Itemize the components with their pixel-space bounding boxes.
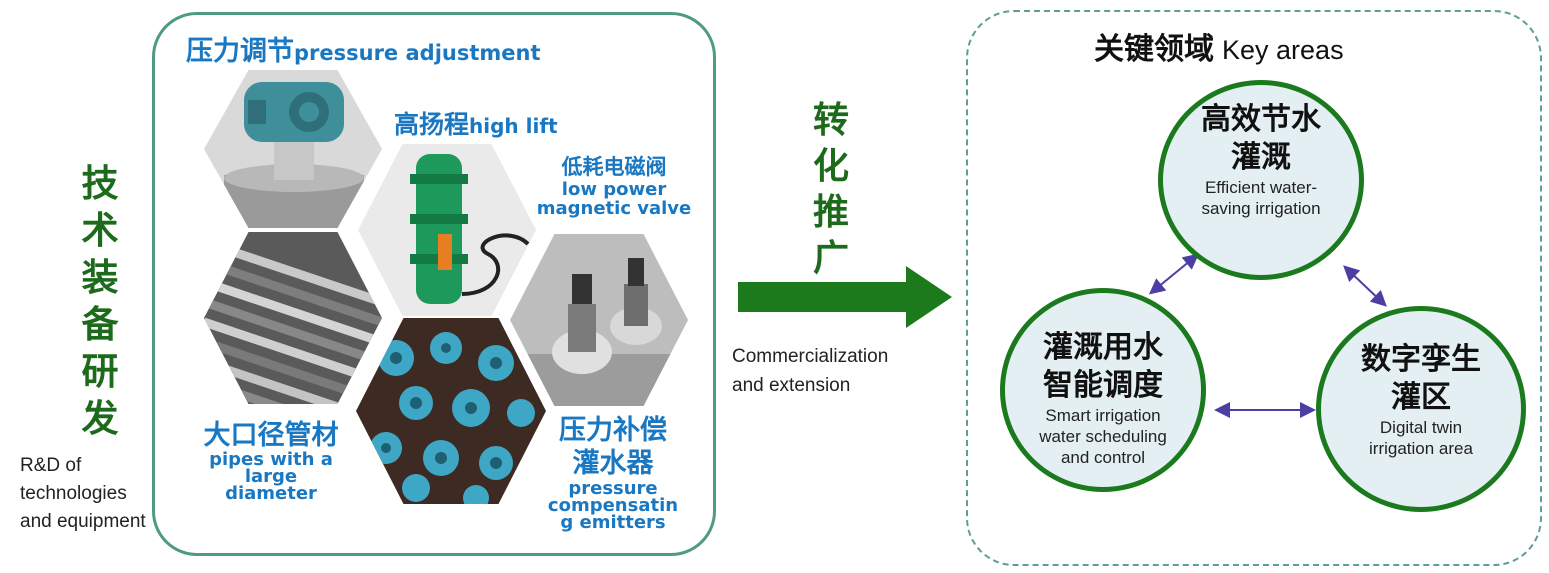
rd-subtitle-line: and equipment: [20, 511, 146, 532]
label-valve: 低耗电磁阀 low power magnetic valve: [518, 155, 710, 218]
circle-en: saving irrigation: [1201, 199, 1321, 218]
mid-title-char: 广: [812, 238, 849, 279]
circle-en: Digital twin: [1379, 418, 1463, 437]
equipment-panel: [152, 12, 716, 556]
connector-top-left: [1148, 253, 1200, 295]
circle-smart-scheduling: 灌溉用水 智能调度 Smart irrigation water schedul…: [1000, 288, 1206, 492]
rd-title-char: 备: [81, 303, 119, 346]
key-areas-title: 关键领域 Key areas: [1094, 24, 1344, 68]
valves-image: [510, 234, 688, 406]
label-en: pressure adjustment: [294, 41, 541, 65]
rd-title-char: 研: [81, 350, 119, 393]
label-en: magnetic valve: [536, 198, 692, 219]
rd-subtitle: R&D of technologies and equipment: [20, 452, 210, 536]
label-cn: 低耗电磁阀: [561, 155, 667, 179]
circle-cn: 灌溉用水: [1043, 330, 1163, 365]
key-areas-title-en: Key areas: [1222, 35, 1344, 65]
key-areas-panel: [966, 10, 1542, 566]
label-cn: 压力补偿: [559, 415, 667, 446]
label-en: low power: [561, 179, 667, 200]
label-high-lift: 高扬程high lift: [394, 112, 558, 137]
circle-cn: 高效节水: [1201, 102, 1321, 137]
label-emitters: 压力补偿 灌水器 pressure compensatin g emitters: [518, 414, 708, 533]
mid-title-char: 推: [812, 192, 849, 233]
mid-text-line: Commercialization: [732, 346, 889, 367]
rd-title-char: 技: [81, 162, 119, 205]
label-pipes: 大口径管材 pipes with a large diameter: [176, 420, 366, 504]
label-en: diameter: [225, 483, 317, 504]
label-cn: 高扬程: [394, 110, 470, 139]
circle-cn: 数字孪生: [1361, 342, 1481, 377]
label-en: compensatin: [547, 495, 679, 516]
label-en: g emitters: [560, 512, 666, 533]
mid-text-line: and extension: [732, 375, 851, 396]
rd-vertical-title: 技 术 装 备 研 发: [78, 160, 122, 442]
label-en: large: [244, 466, 298, 487]
key-areas-title-cn: 关键领域: [1094, 32, 1214, 67]
circle-en: irrigation area: [1369, 439, 1473, 458]
label-cn: 灌水器: [572, 448, 654, 479]
connector-top-right: [1343, 265, 1387, 307]
circle-cn: 智能调度: [1043, 368, 1163, 403]
circle-en: water scheduling: [1039, 427, 1167, 446]
rd-title-char: 装: [81, 256, 119, 299]
label-en: high lift: [469, 114, 558, 138]
rd-subtitle-line: technologies: [20, 483, 127, 504]
circle-cn: 灌区: [1391, 380, 1451, 415]
mid-title-char: 转: [812, 100, 849, 141]
circle-digital-twin: 数字孪生 灌区 Digital twin irrigation area: [1316, 306, 1526, 512]
circle-en: and control: [1060, 448, 1146, 467]
mid-title-char: 化: [812, 146, 849, 187]
label-en: pressure: [568, 478, 658, 499]
label-cn: 大口径管材: [203, 420, 339, 451]
circle-en: Smart irrigation: [1045, 406, 1161, 425]
commercialization-text: Commercialization and extension: [732, 342, 972, 400]
label-pressure-adjustment: 压力调节pressure adjustment: [186, 38, 541, 65]
transfer-arrow: [738, 266, 952, 328]
circle-efficient-irrigation: 高效节水 灌溉 Efficient water- saving irrigati…: [1158, 80, 1364, 280]
label-cn: 压力调节: [186, 36, 294, 67]
label-en: pipes with a: [209, 449, 333, 470]
commercialization-vertical-title: 转 化 推 广: [806, 98, 856, 282]
circle-cn: 灌溉: [1231, 140, 1291, 175]
rd-title-char: 发: [81, 397, 119, 440]
circle-en: Efficient water-: [1204, 178, 1318, 197]
rd-subtitle-line: R&D of: [20, 455, 82, 476]
rd-title-char: 术: [81, 209, 119, 252]
